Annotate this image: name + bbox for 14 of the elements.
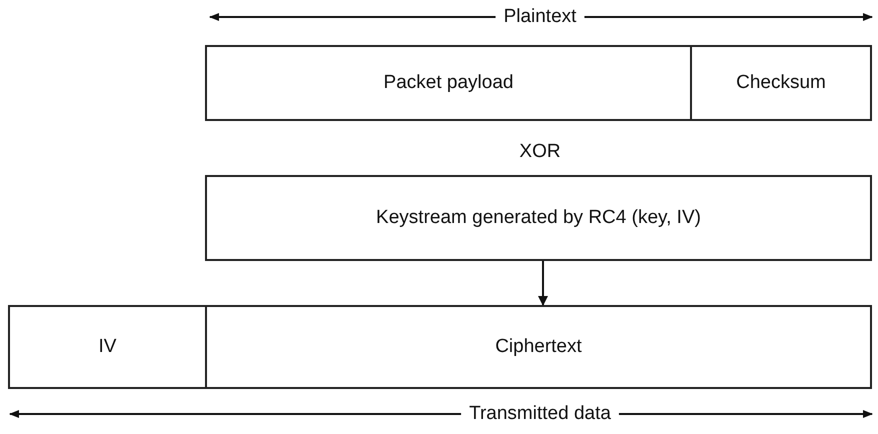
dimension-label: Transmitted data	[468, 403, 612, 425]
arrow	[538, 261, 548, 306]
field-label: Checksum	[736, 72, 826, 94]
payload-field	[205, 45, 692, 121]
operator-label: XOR	[518, 141, 562, 163]
field-label: Packet payload	[384, 72, 514, 94]
checksum-field	[690, 45, 872, 121]
ciphertext-field	[205, 305, 872, 389]
field-label: Ciphertext	[495, 336, 582, 358]
dimension-label: Plaintext	[502, 6, 578, 28]
iv-field	[8, 305, 207, 389]
field-label: IV	[98, 336, 116, 358]
field-label: Keystream generated by RC4 (key, IV)	[376, 207, 701, 229]
keystream-box	[205, 175, 872, 261]
